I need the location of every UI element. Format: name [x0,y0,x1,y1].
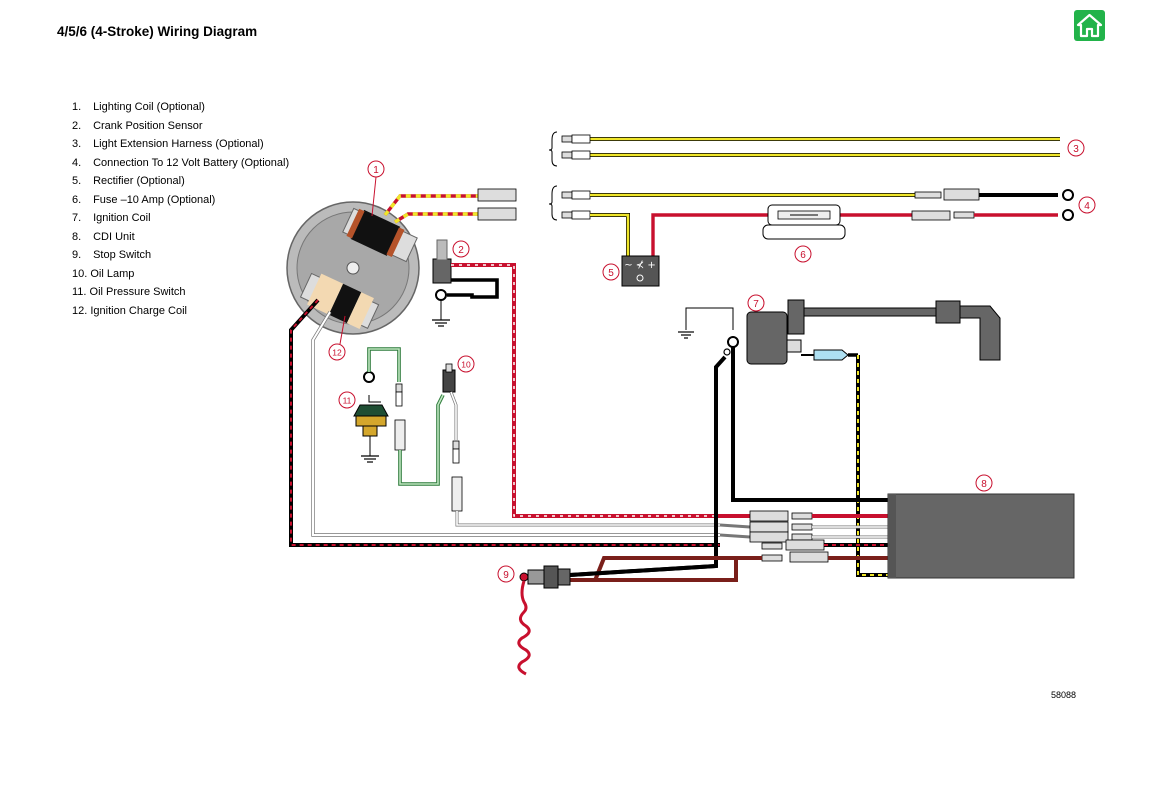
callout-12: 12 [328,343,346,361]
callout-5: 5 [602,263,620,281]
callout-6: 6 [794,245,812,263]
oil-pressure-switch [353,395,389,463]
bullet-connector [561,150,591,160]
legend-item: 2. Crank Position Sensor [72,119,203,132]
callout-4: 4 [1078,196,1096,214]
charge-coil-lead [289,263,720,547]
svg-text:11: 11 [343,396,352,406]
callout-11: 11 [338,391,356,409]
cdi-unit [887,493,1075,579]
callout-1: 1 [367,160,385,178]
bullet-connector [561,134,591,144]
page-title: 4/5/6 (4-Stroke) Wiring Diagram [57,24,258,39]
callout-3: 3 [1067,139,1085,157]
legend-item: 6. Fuse –10 Amp (Optional) [72,193,216,206]
stop-switch [517,556,762,676]
svg-text:3: 3 [1073,144,1079,155]
ignition-ground-wires [569,347,888,577]
home-button[interactable] [1074,10,1105,41]
svg-text:9: 9 [503,570,509,581]
svg-text:5: 5 [608,268,614,279]
component-legend: 1. Lighting Coil (Optional) 2. Crank Pos… [72,98,289,320]
callout-9: 9 [497,565,515,583]
lighting-coil [342,207,418,263]
figure-number: 58088 [1051,690,1077,700]
legend-item: 12. Ignition Charge Coil [72,304,187,317]
callout-2: 2 [452,240,470,258]
lighting-coil-leads [383,188,517,224]
stator-plate [286,201,420,335]
svg-text:1: 1 [373,165,379,176]
svg-text:~ ⊀ +: ~ ⊀ + [624,260,656,271]
legend-item: 8. CDI Unit [72,230,135,243]
svg-text:7: 7 [753,299,759,310]
legend-item: 5. Rectifier (Optional) [72,175,185,187]
crank-position-sensor [432,239,499,327]
callout-7: 7 [747,294,765,312]
legend-item: 11. Oil Pressure Switch [72,286,186,298]
home-icon [1076,13,1103,38]
legend-item: 1. Lighting Coil (Optional) [72,101,205,113]
callout-8: 8 [975,474,993,492]
svg-text:12: 12 [332,348,342,358]
legend-item: 7. Ignition Coil [72,212,151,224]
svg-text:2: 2 [458,245,464,256]
legend-item: 9. Stop Switch [72,249,152,261]
rectifier: ~ ⊀ + [621,255,660,287]
ignition-coil [678,299,1001,577]
legend-item: 3. Light Extension Harness (Optional) [72,138,264,150]
svg-text:10: 10 [461,360,471,370]
battery-harness [548,185,1074,256]
svg-text:8: 8 [981,479,987,490]
oil-lamp-wiring [363,347,720,527]
svg-text:4: 4 [1084,201,1090,212]
legend-item: 4. Connection To 12 Volt Battery (Option… [72,156,290,169]
bullet-connector [561,210,591,220]
legend-item: 10. Oil Lamp [72,267,135,280]
cdi-connectors [719,510,888,563]
callout-10: 10 [457,355,475,373]
bullet-connector [561,190,591,200]
fuse-holder [762,204,846,240]
light-extension-harness [548,131,1060,167]
svg-text:6: 6 [800,250,806,261]
